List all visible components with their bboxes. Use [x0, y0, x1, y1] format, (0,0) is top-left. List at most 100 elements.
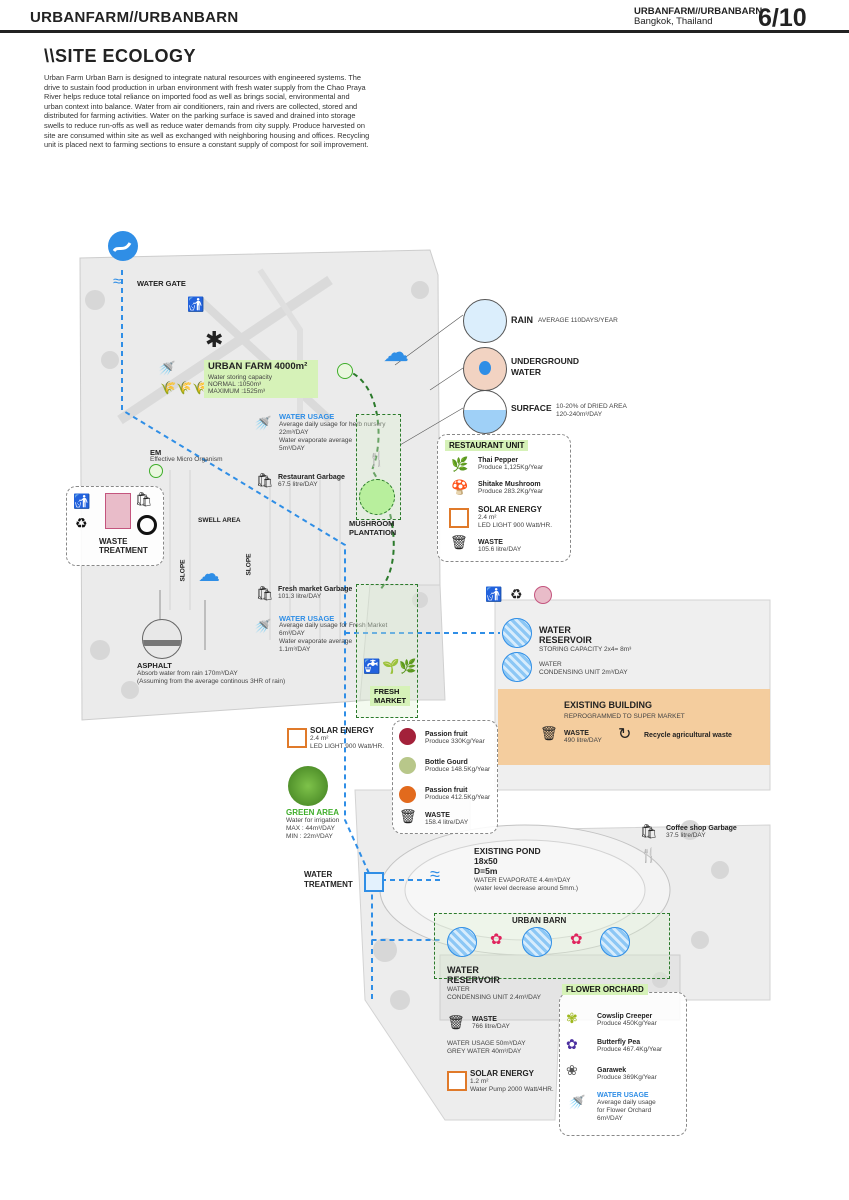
garawek-icon: ❀ [566, 1062, 578, 1078]
barn-dome-icon-1 [447, 927, 477, 957]
underground-water-icon [463, 347, 507, 391]
rain-cloud-icon-1: ☁ [198, 561, 220, 586]
shitake-mushroom-icon: 🍄 [451, 479, 469, 495]
recycle-arrow-icon: ↻ [618, 726, 632, 743]
restaurant-waste-value: 105.6 litre/DAY [478, 546, 522, 553]
header-location: Bangkok, Thailand [634, 16, 713, 27]
reservoir-1-l3: STORING CAPACITY 2x4= 8m³ [539, 646, 632, 653]
solar-3-l2: Water Pump 2000 Watt/4HR. [470, 1086, 554, 1093]
asphalt-l1: Absorb water from rain 170m³/DAY [137, 670, 238, 677]
solar-2-title: SOLAR ENERGY [310, 726, 375, 735]
leaf-icon-1: 🌱 [382, 658, 400, 674]
garbage-bag-icon-4: 🛍 [640, 823, 658, 839]
reservoir-1-l4: WATER [539, 661, 562, 668]
shower-icon-2: 🚿 [254, 618, 272, 634]
flower-item-3-value: Produce 369Kg/Year [597, 1074, 657, 1081]
market-item-3-name: Passion fruit [425, 787, 468, 794]
water-usage-2-title: WATER USAGE [279, 614, 335, 623]
pond-l2: 18x50 [474, 856, 498, 866]
water-drop-icon [479, 361, 491, 375]
coffee-shop-value: 37.5 litre/DAY [666, 832, 706, 839]
river-icon [108, 231, 138, 261]
flower-orchard-title: FLOWER ORCHARD [562, 984, 648, 995]
green-area-title: GREEN AREA [286, 808, 340, 817]
thai-pepper-icon: 🌿 [451, 456, 469, 472]
urban-farm-title: URBAN FARM 4000m² [208, 361, 308, 372]
urban-farm-maximum: MAXIMUM :1525m³ [208, 388, 266, 395]
fresh-market-l2: MARKET [374, 696, 407, 705]
surface-icon [463, 390, 507, 434]
restaurant-waste-title: WASTE [478, 539, 503, 546]
flower-item-1-value: Produce 450Kg/Year [597, 1020, 657, 1027]
pond-l1: EXISTING POND [474, 846, 541, 856]
header-right-block: URBANFARM//URBANBARN Bangkok, Thailand [634, 7, 762, 27]
waste-bin-icon-1: 🗑 [450, 534, 468, 550]
water-usage-2-l1: Average daily usage for Fresh Market [279, 622, 388, 629]
restaurant-icon: 🍴 [368, 451, 386, 467]
butterfly-pea-icon: ✿ [566, 1036, 578, 1052]
reservoir-2-l3: WATER [447, 986, 470, 993]
pond-l5: (water level decrease around 5mm.) [474, 885, 579, 892]
asphalt-l2: (Assuming from the average continous 3HR… [137, 678, 286, 685]
reservoir-dome-icon-1 [502, 618, 532, 648]
compost-bin-icon-2 [534, 586, 552, 604]
flower-icon-2: ✿ [570, 931, 583, 948]
underground-l2: WATER [511, 367, 542, 377]
passion-fruit-icon-1 [399, 728, 416, 745]
em-title: EM [150, 448, 162, 457]
urban-farm-normal: NORMAL :1050m³ [208, 381, 262, 388]
barn-dome-icon-2 [522, 927, 552, 957]
leaf-icon-2: 🌿 [399, 658, 417, 674]
flower-item-1-name: Cowslip Creeper [597, 1013, 653, 1020]
pond-wave-icon: ≈ [430, 864, 440, 884]
reservoir-2-l1: WATER [447, 965, 479, 975]
barn-waste-value: 766 litre/DAY [472, 1023, 510, 1030]
asphalt-title: ASPHALT [137, 661, 172, 670]
reservoir-1-l5: CONDENSING UNIT 2m³/DAY [539, 669, 628, 676]
waste-treatment-label: WASTE TREATMENT [99, 537, 148, 555]
surface-l2: 120-240m³/DAY [556, 411, 603, 418]
solar-2-l2: LED LIGHT 900 Watt/HR. [310, 743, 385, 750]
water-treatment-l2: TREATMENT [304, 880, 353, 889]
garbage-bag-icon-2: 🛍 [135, 491, 153, 507]
slope-label-2: SLOPE [245, 553, 253, 576]
water-usage-1-l2: 22m³/DAY [279, 429, 309, 436]
pond-l4: WATER EVAPORATE 4.4m³/DAY [474, 877, 571, 884]
rain-icon [463, 299, 507, 343]
page-number: 6/10 [758, 4, 807, 32]
mushroom-l2: PLANTATION [349, 528, 397, 537]
intro-paragraph: Urban Farm Urban Barn is designed to int… [44, 73, 370, 150]
flower-icon-1: ✿ [490, 931, 503, 948]
river-wave-icon [112, 242, 132, 253]
water-usage-1-l3: Water evaporate average [279, 437, 353, 444]
rain-title: RAIN [511, 315, 533, 325]
existing-building-title: EXISTING BUILDING [564, 700, 653, 710]
water-treatment-icon [364, 872, 384, 892]
market-waste-value: 158.4 litre/DAY [425, 819, 469, 826]
rain-sub: AVERAGE 110DAYS/YEAR [538, 317, 618, 324]
restaurant-garbage-value: 67.5 litre/DAY [278, 481, 318, 488]
sprinkler-icon: 🚿 [158, 360, 176, 376]
compost-icon [137, 515, 157, 535]
header-title: URBANFARM//URBANBARN [30, 9, 239, 26]
thai-pepper-value: Produce 1,125Kg/Year [478, 464, 544, 471]
green-area-l1: Water for irrigation [286, 817, 340, 824]
restaurant-garbage-title: Restaurant Garbage [278, 474, 345, 481]
header-right-title: URBANFARM//URBANBARN [634, 6, 763, 17]
solar-2-l1: 2.4 m² [310, 735, 329, 742]
underground-l1: UNDERGROUND [511, 356, 579, 366]
water-usage-1-title: WATER USAGE [279, 412, 335, 421]
cowslip-creeper-icon: ✾ [566, 1010, 578, 1026]
reservoir-2-l2: RESERVOIR [447, 975, 500, 985]
flower-water-usage-l2: for Flower Orchard [597, 1107, 652, 1114]
section-title: \\SITE ECOLOGY [44, 46, 197, 66]
green-area-icon [288, 766, 328, 806]
recycle-icon: ♻ [75, 515, 88, 531]
solar-panel-icon-1 [449, 508, 469, 528]
water-treatment-l1: WATER [304, 870, 333, 879]
water-usage-2-l4: 1.1m³/DAY [279, 646, 311, 653]
mushroom-plot-icon [359, 479, 395, 515]
passion-fruit-icon-2 [399, 786, 416, 803]
fresh-market-label: FRESH MARKET [370, 686, 411, 706]
compost-bin-icon [105, 493, 131, 529]
